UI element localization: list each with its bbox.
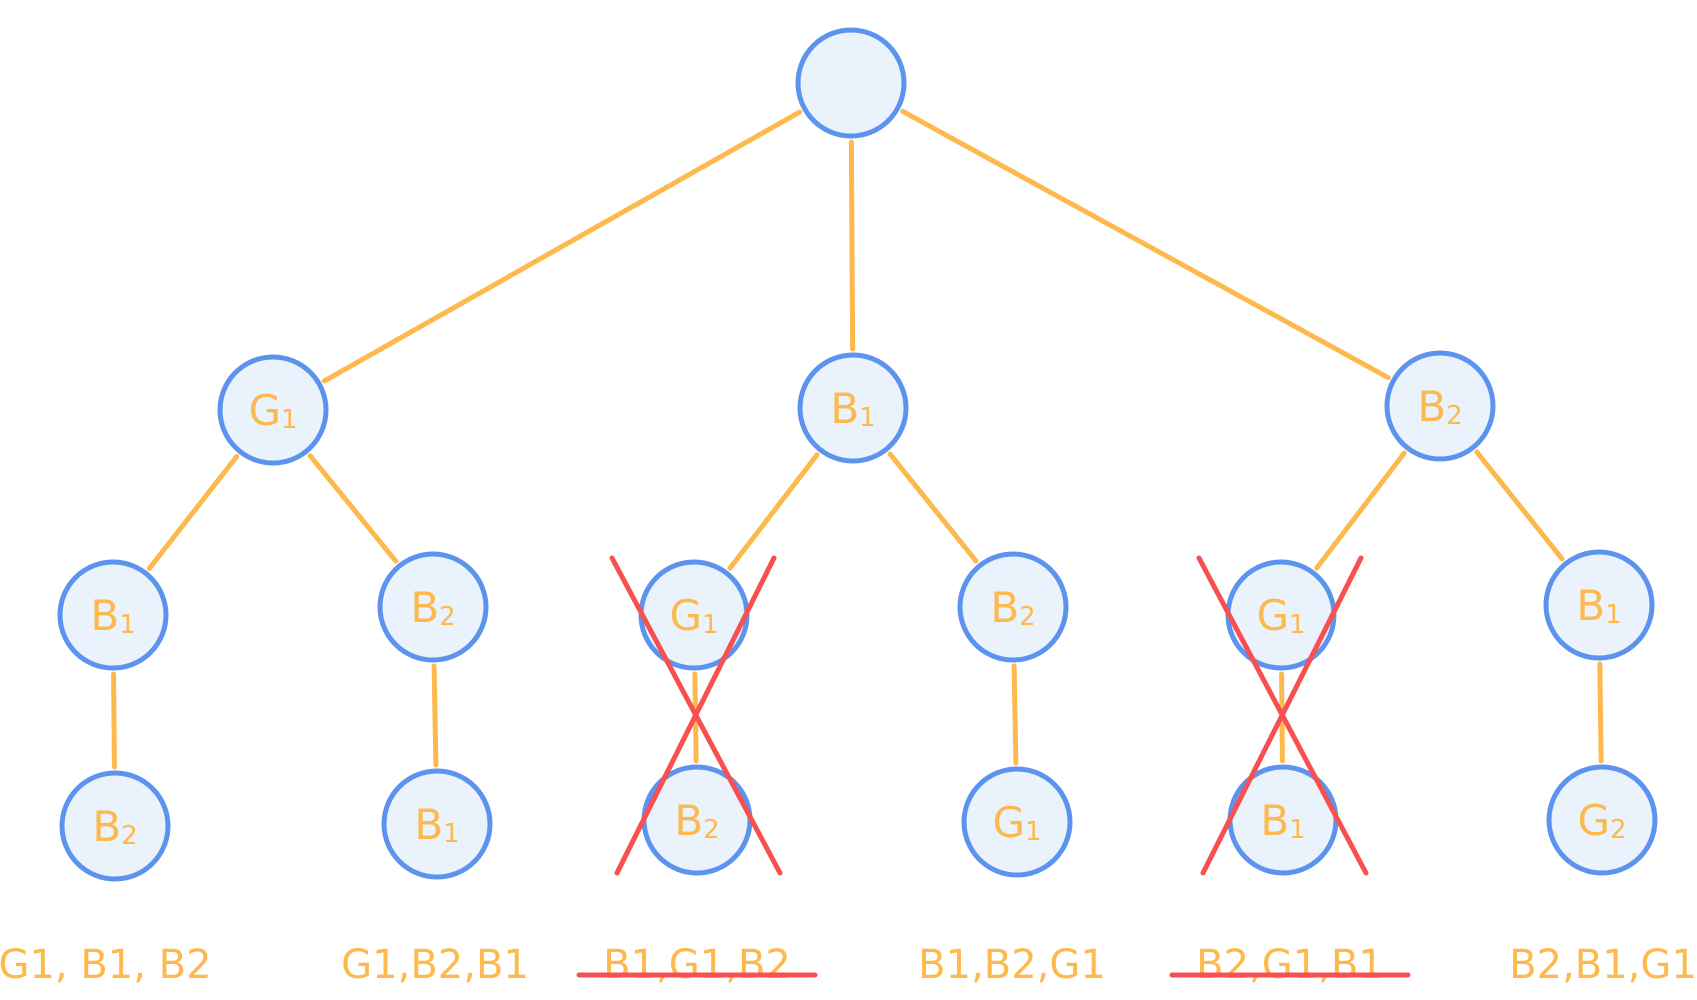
tree-node-l2-5-label: B1	[1576, 581, 1621, 631]
tree-node-l3-1-circle	[381, 768, 493, 880]
tree-node-l2-5: B1	[1543, 549, 1655, 661]
tree-node-l1-1: B1	[797, 352, 909, 464]
cross-line-b-2	[614, 555, 777, 876]
tree-node-l3-1-label: B1	[414, 800, 459, 850]
tree-node-l2-5-circle	[1543, 549, 1655, 661]
edge-l1-to-l2-3	[887, 451, 979, 564]
tree-node-l1-1-circle	[797, 352, 909, 464]
tree-node-l2-0: B1	[57, 559, 169, 671]
tree-node-l1-0: G1	[217, 354, 329, 466]
edge-l2-to-l3-0	[111, 671, 117, 770]
tree-node-l2-3-circle	[957, 551, 1069, 663]
edge-l1-to-l2-5	[1474, 449, 1565, 562]
tree-node-l2-2: G1	[638, 559, 750, 671]
tree-node-l3-3-circle	[961, 766, 1073, 878]
edge-root-to-l1-1	[848, 139, 856, 352]
tree-node-l3-0-label: B2	[92, 802, 137, 852]
sequence-2: B1,G1,B2	[576, 942, 818, 988]
edge-l2-to-l3-5	[1597, 661, 1604, 764]
tree-node-l1-0-label: G1	[248, 386, 297, 436]
tree-node-l3-0-circle	[59, 770, 171, 882]
sequence-5: B2,B1,G1	[1509, 942, 1697, 988]
cross-mark-2	[609, 555, 783, 876]
tree-node-l2-0-circle	[57, 559, 169, 671]
cross-mark-4	[1196, 555, 1369, 876]
edge-l1-to-l2-2	[727, 452, 820, 571]
sequence-text-0: G1, B1, B2	[0, 942, 212, 988]
tree-node-l3-1: B1	[381, 768, 493, 880]
tree-node-l3-5-label: G2	[1577, 796, 1626, 846]
edge-l2-to-l3-1	[431, 663, 439, 768]
sequence-text-5: B2,B1,G1	[1509, 942, 1697, 988]
tree-node-l2-3-label: B2	[990, 583, 1035, 633]
sequence-text-4: B2,G1,B1	[1196, 942, 1384, 988]
sequence-3: B1,B2,G1	[918, 942, 1106, 988]
tree-node-l2-2-label: G1	[669, 591, 718, 641]
edge-l1-to-l2-0	[146, 454, 240, 571]
leaf-sequences: G1, B1, B2 G1,B2,B1 B1,G1,B2 B1,B2,G1 B2,G1,…	[0, 942, 1697, 988]
tree-node-l1-2: B2	[1384, 350, 1496, 462]
tree-node-l2-1: B2	[377, 551, 489, 663]
tree-node-l2-1-circle	[377, 551, 489, 663]
tree-node-l2-3: B2	[957, 551, 1069, 663]
tree-node-l1-2-label: B2	[1417, 382, 1462, 432]
sequence-text-2: B1,G1,B2	[603, 942, 791, 988]
edge-l1-to-l2-1	[307, 453, 399, 564]
tree-node-l3-5-circle	[1546, 764, 1658, 876]
tree-node-root-circle	[795, 27, 907, 139]
edge-l2-to-l3-3	[1011, 663, 1019, 766]
cross-out-marks	[609, 555, 1369, 876]
tree-node-l3-2-label: B2	[674, 796, 719, 846]
tree-node-l2-1-label: B2	[410, 583, 455, 633]
sequence-1: G1,B2,B1	[341, 942, 529, 988]
sequence-text-1: G1,B2,B1	[341, 942, 529, 988]
tree-node-root	[795, 27, 907, 139]
tree-node-l3-4: B1	[1227, 764, 1339, 876]
sequence-0: G1, B1, B2	[0, 942, 212, 988]
cross-line-b-4	[1200, 555, 1364, 876]
tree-node-l3-5: G2	[1546, 764, 1658, 876]
tree-node-l2-4-label: G1	[1256, 591, 1305, 641]
tree-node-l3-3: G1	[961, 766, 1073, 878]
edge-root-to-l1-2	[900, 108, 1391, 381]
sequence-text-3: B1,B2,G1	[918, 942, 1106, 988]
tree-node-l1-1-label: B1	[830, 384, 875, 434]
tree-node-l3-0: B2	[59, 770, 171, 882]
edge-l1-to-l2-4	[1314, 450, 1407, 571]
tree-node-l2-0-label: B1	[90, 591, 135, 641]
tree-node-l1-2-circle	[1384, 350, 1496, 462]
edge-root-to-l1-0	[321, 109, 803, 384]
sequence-4: B2,G1,B1	[1169, 942, 1411, 988]
tree-node-l2-4: G1	[1225, 559, 1337, 671]
tree-node-l3-4-label: B1	[1260, 796, 1305, 846]
tree-node-l3-3-label: G1	[992, 798, 1041, 848]
tree-node-l1-0-circle	[217, 354, 329, 466]
